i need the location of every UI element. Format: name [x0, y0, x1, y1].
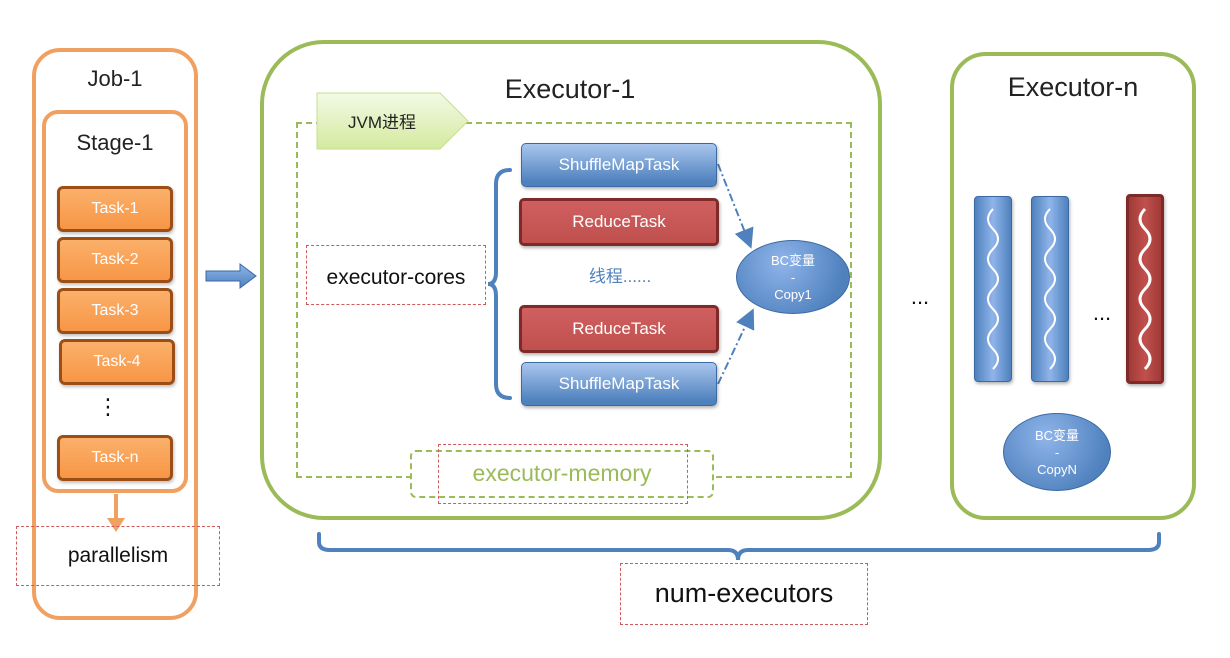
executor-memory-annotation: [438, 444, 688, 504]
broadcast-variable-copyN: BC变量 - CopyN: [1003, 413, 1111, 491]
task-box-last: Task-n: [57, 435, 173, 481]
task-box: Task-1: [57, 186, 173, 232]
bc-line2: -: [1054, 444, 1060, 460]
threads-ellipsis: ...: [1092, 300, 1112, 325]
shuffle-map-task: ShuffleMapTask: [521, 143, 717, 187]
parallelism-label: parallelism: [67, 544, 169, 567]
executors-ellipsis: ...: [910, 284, 930, 309]
task-box: Task-2: [57, 237, 173, 283]
bc-line2: -: [790, 269, 796, 285]
thread-bar-blue: [974, 196, 1012, 382]
executor-cores-annotation: [306, 245, 486, 305]
broadcast-variable-copy1: BC变量 - Copy1: [736, 240, 850, 314]
executor-n-title: Executor-n: [1007, 72, 1139, 102]
shuffle-map-task: ShuffleMapTask: [521, 362, 717, 406]
executor-memory-label: executor-memory: [472, 460, 652, 486]
executor-1-title: Executor-1: [504, 74, 636, 104]
shuffle-to-bc-arrow-top: [717, 163, 754, 249]
executor-1-container: [260, 40, 882, 520]
reduce-task: ReduceTask: [519, 305, 719, 353]
bc-line3: CopyN: [1037, 461, 1077, 477]
bc-line1: BC变量: [1034, 427, 1080, 443]
job-to-executor-arrow: [205, 263, 257, 289]
num-executors-annotation: [620, 563, 868, 625]
job-title: Job-1: [87, 66, 143, 91]
num-executors-brace: [317, 532, 1161, 561]
num-executors-label: num-executors: [654, 578, 834, 608]
cores-brace: [487, 168, 512, 400]
executor-memory-outer: [410, 450, 714, 498]
job-container: [32, 48, 198, 620]
stage-container: [42, 110, 188, 493]
threads-label: 线程......: [588, 267, 652, 286]
executor-n-container: [950, 52, 1196, 520]
executor-cores-label: executor-cores: [326, 266, 466, 289]
task-box: Task-4: [59, 339, 175, 385]
thread-bar-red: [1126, 194, 1164, 384]
stage-title: Stage-1: [76, 130, 154, 155]
bc-line1: BC变量: [770, 252, 816, 268]
bc-line3: Copy1: [774, 286, 812, 302]
jvm-label-shape: [316, 92, 469, 150]
shuffle-to-bc-arrow-bottom: [717, 308, 755, 385]
task-box: Task-3: [57, 288, 173, 334]
tasks-ellipsis: ⋮: [97, 394, 119, 419]
reduce-task: ReduceTask: [519, 198, 719, 246]
parallelism-annotation: [16, 526, 220, 586]
jvm-label: JVM进程: [348, 113, 416, 132]
thread-bar-blue: [1031, 196, 1069, 382]
